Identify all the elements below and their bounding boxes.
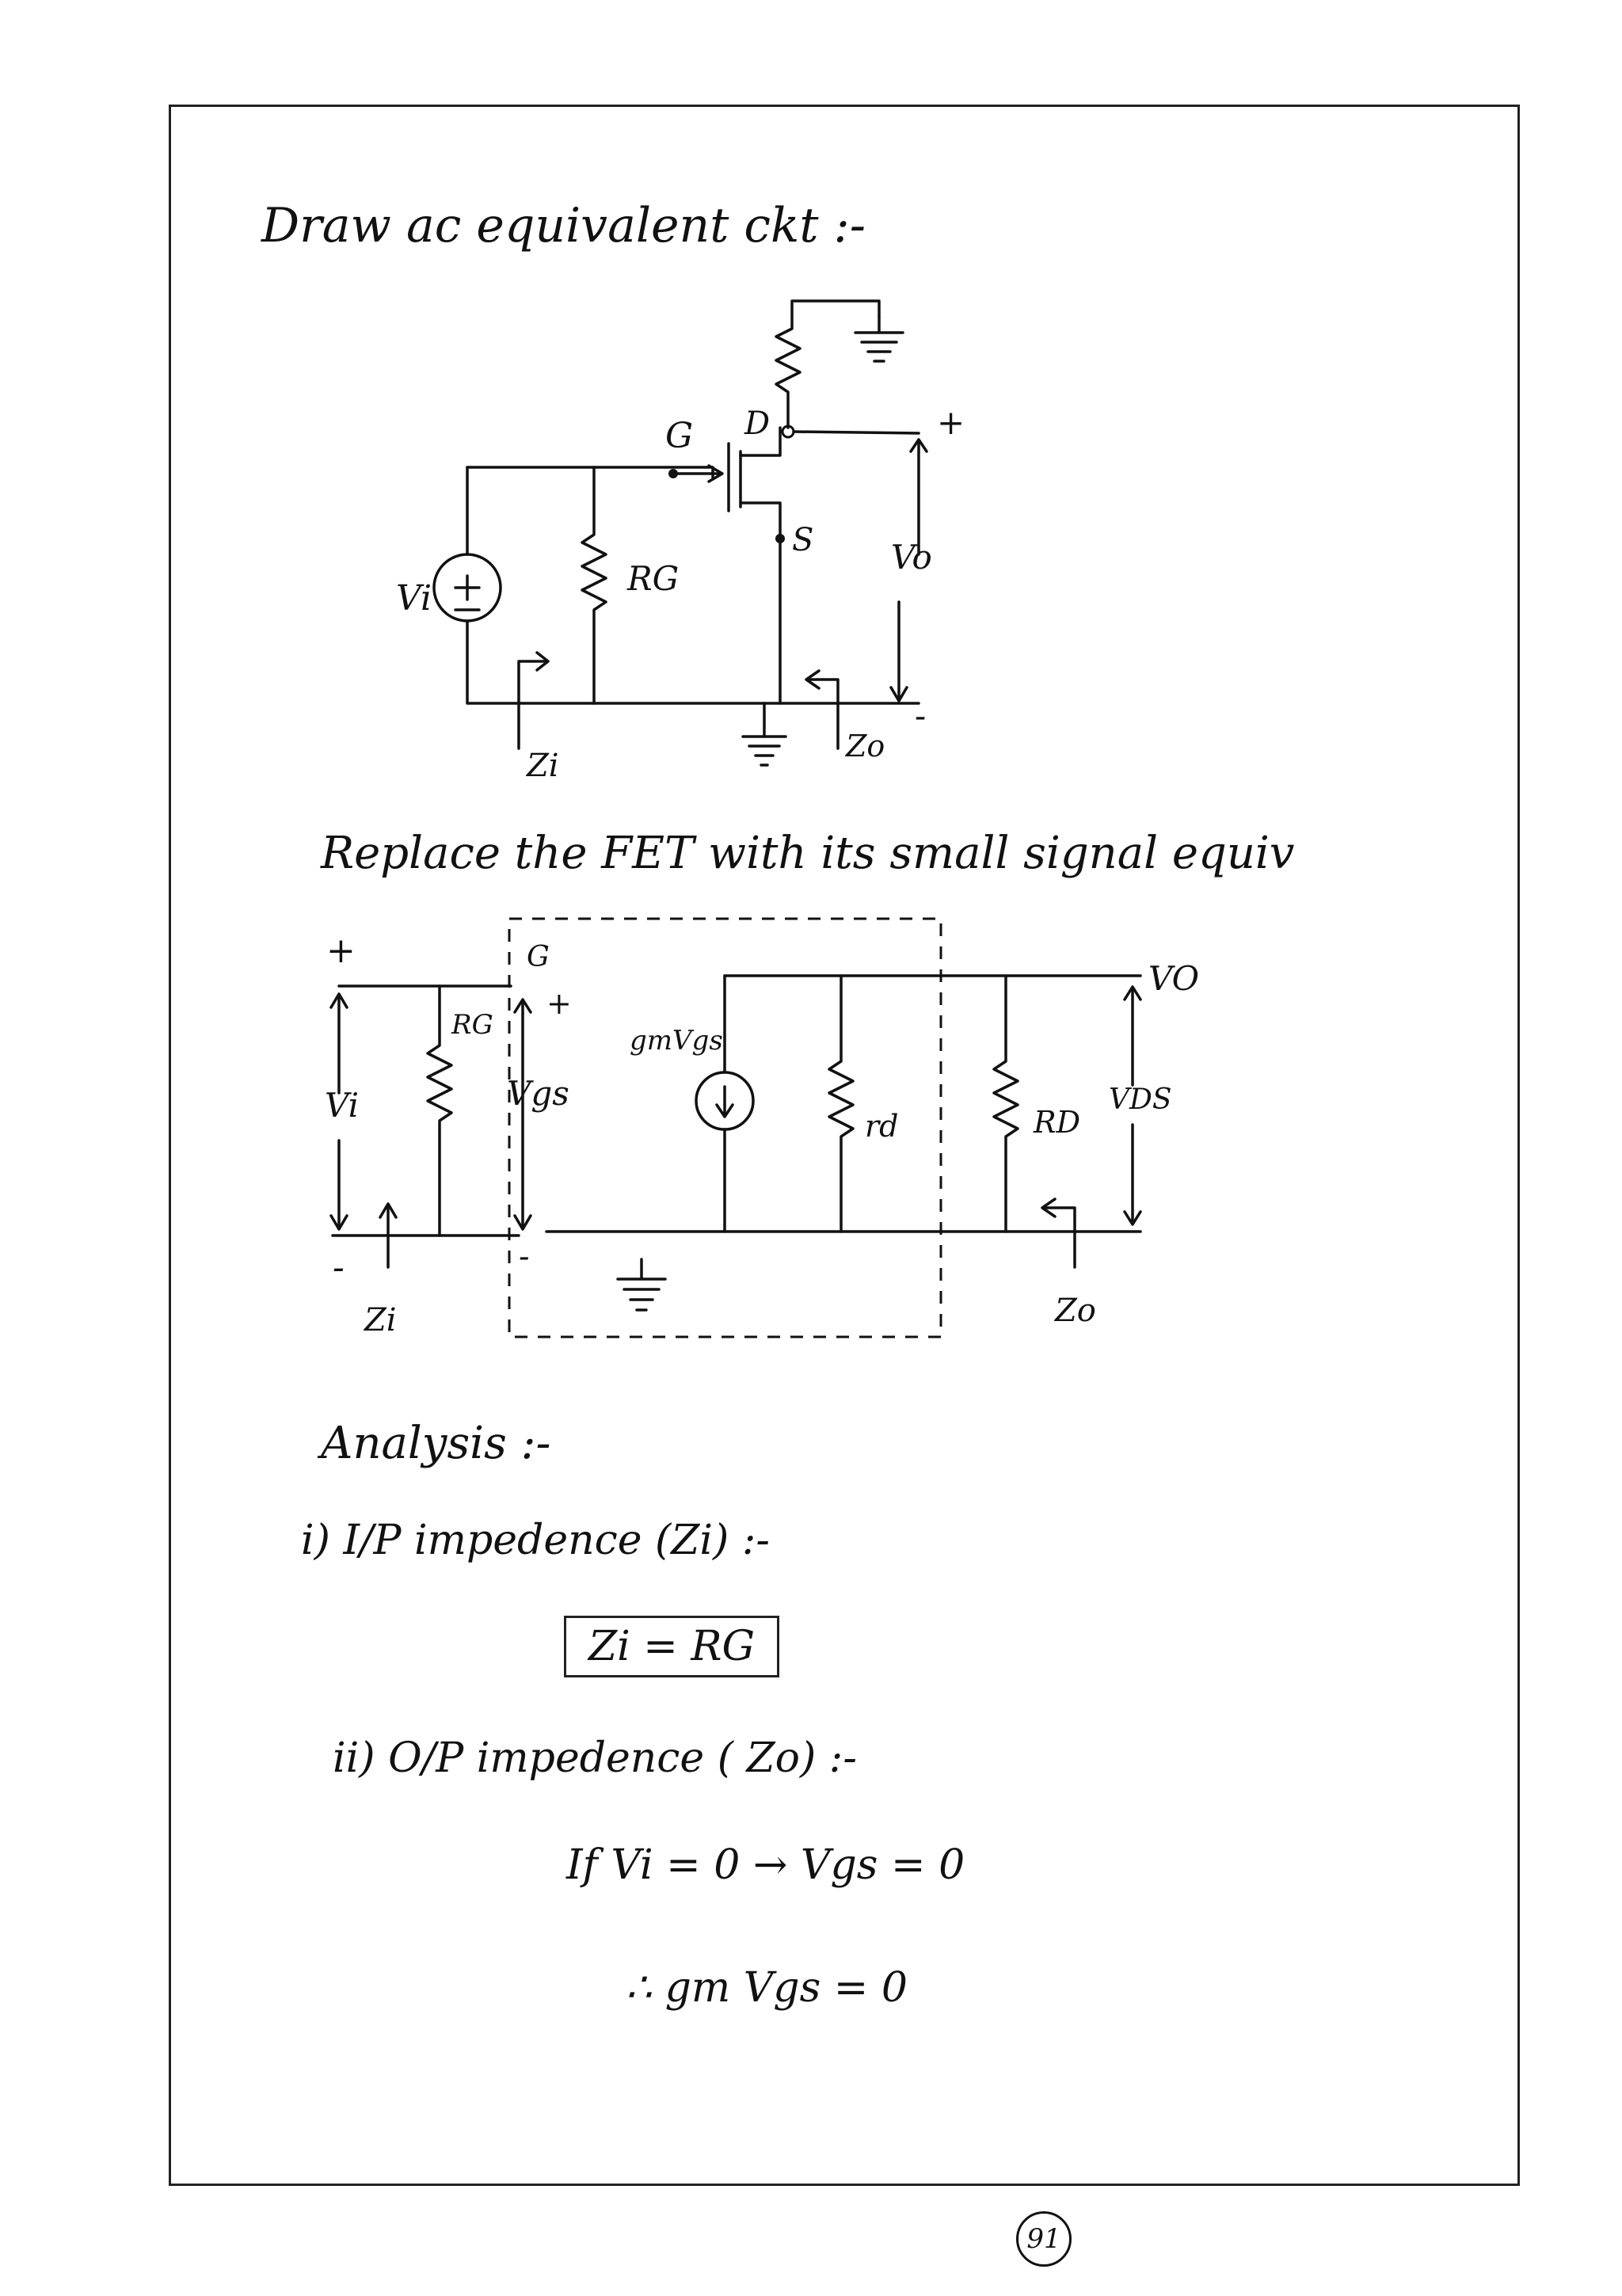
c2-vgs-label: Vgs [507,1074,569,1113]
c2-resistor-rd-small-icon [828,974,855,1233]
heading-text: Draw ac equivalent ckt :- [261,198,866,253]
page-border [169,105,1520,2186]
c1-zo-label: Zo [845,729,885,763]
c1-gate-label: G [665,416,693,456]
c2-vi-label: Vi [325,1086,359,1125]
c1-rg-label: RG [626,559,679,598]
c2-rd-label: rd [865,1109,899,1144]
ground-icon-top [854,315,904,363]
fet-boundary-box [508,917,942,1338]
c2-minus2-label: - [519,1239,530,1275]
analysis-title: Analysis :- [321,1418,551,1469]
zo-arrow-2 [1042,1206,1076,1269]
c2-RD-label: RD [1033,1105,1080,1140]
resistor-rg-icon [581,466,607,705]
c2-gate-label: G [527,941,550,973]
formula-zi: Zi = RG [564,1616,780,1677]
c1-vo-label: Vo [891,538,932,577]
page-number: 91 [1016,2211,1072,2267]
zo-arrow-1 [806,678,840,750]
c2-rg-label: RG [451,1009,493,1041]
c2-zo-label: Zo [1053,1293,1096,1329]
replace-text: Replace the FET with its small signal eq… [321,828,1295,879]
analysis-item-2: ii) O/P impedence ( Zo) :- [333,1734,857,1782]
zi-arrow-1 [517,660,548,750]
c2-zi-label: Zi [363,1302,397,1338]
c2-vds-label: VDS [1109,1083,1172,1116]
c1-drain-label: D [744,406,770,442]
analysis-line-1: If Vi = 0 → Vgs = 0 [566,1841,965,1889]
c2-resistor-RD-icon [992,974,1019,1233]
c1-source-label: S [792,522,813,558]
c2-plus-label: + [326,931,356,971]
c2-gmvgs-label: gmVgs [630,1025,723,1057]
c1-minus-label: - [915,696,926,735]
c2-vo-label: VO [1148,959,1199,998]
analysis-line-2: ∴ gm Vgs = 0 [626,1964,908,2012]
c2-resistor-rg-icon [426,984,453,1237]
ground-icon-bottom [741,702,787,767]
c1-vi-label: Vi [396,578,432,619]
analysis-item-1: i) I/P impedence (Zi) :- [301,1517,770,1564]
c1-zi-label: Zi [525,748,559,784]
c2-minus-label: - [333,1247,345,1288]
c1-plus-label: + [937,403,965,442]
c2-ground-icon [616,1258,667,1312]
c2-plus2-label: + [546,986,572,1021]
resistor-rd-icon [775,299,881,429]
